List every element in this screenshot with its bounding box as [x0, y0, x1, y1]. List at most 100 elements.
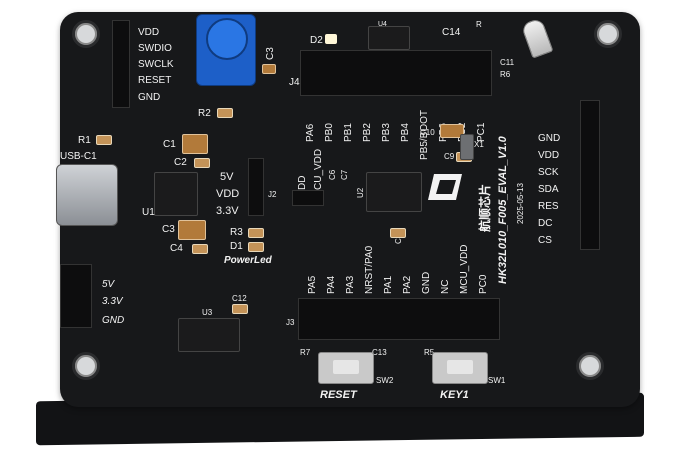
right-pin-label-cs: CS	[538, 235, 552, 246]
side-label-cu-vdd: CU_VDD	[313, 148, 324, 190]
bottom-pin-label-nc: NC	[440, 279, 451, 294]
label-c10: C10	[420, 128, 435, 137]
label-x1: X1	[474, 140, 484, 149]
label-u1: U1	[142, 207, 155, 218]
bottom-pin-label-pa1: PA1	[383, 275, 394, 294]
top-pin-label-pa6: PA6	[305, 123, 316, 142]
right-pin-label-vdd: VDD	[538, 150, 560, 161]
capacitor-c2	[194, 158, 210, 168]
mounting-hole-bottom-right	[576, 352, 604, 380]
label-usb-c1: USB-C1	[60, 151, 97, 162]
power-select-label-3v3: 3.3V	[216, 205, 239, 217]
capacitor-c12	[232, 304, 248, 314]
key1-button-cap[interactable]	[447, 360, 473, 374]
label-r6: R6	[500, 70, 511, 79]
right-pin-label-dc: DC	[538, 218, 553, 229]
label-u3: U3	[202, 308, 213, 317]
board-revision-date: 2025-05-13	[516, 183, 525, 224]
label-r1: R1	[78, 135, 91, 146]
led-component	[520, 17, 554, 59]
bottom-pin-label-pa4: PA4	[326, 275, 337, 294]
top-pin-label-pb3: PB3	[381, 123, 392, 142]
power-out-label-5v: 5V	[102, 279, 115, 290]
key1-button[interactable]	[432, 352, 488, 384]
power-led-label: PowerLed	[224, 255, 272, 266]
potentiometer-knob[interactable]	[206, 18, 248, 60]
power-select-jumper[interactable]	[248, 158, 264, 216]
label-j3: J3	[286, 318, 295, 327]
bottom-pin-header[interactable]	[298, 298, 500, 340]
reset-button-cap[interactable]	[333, 360, 359, 374]
label-c13: C13	[372, 348, 387, 357]
right-pin-header[interactable]	[580, 100, 600, 250]
capacitor-c8	[390, 228, 406, 238]
label-r5: R5	[424, 348, 435, 357]
top-pin-label-pb0: PB0	[324, 123, 335, 142]
power-out-label-gnd: GND	[102, 315, 125, 326]
label-d2: D2	[310, 35, 323, 46]
label-c6: C6	[328, 169, 337, 180]
top-pin-label-pb1: PB1	[343, 123, 354, 142]
resistor-pad	[262, 64, 276, 74]
label-c14: C14	[442, 27, 461, 38]
swd-label-vdd: VDD	[138, 27, 160, 38]
bottom-pin-label-pa2: PA2	[402, 275, 413, 294]
flash-chip-u3	[178, 318, 240, 352]
led-d2	[325, 34, 337, 44]
bottom-pin-label-pc0: PC0	[478, 274, 489, 294]
top-pin-label-pb4: PB4	[400, 123, 411, 142]
label-r3: R3	[230, 227, 243, 238]
side-label-dd: DD	[297, 175, 308, 190]
resistor-r3	[248, 228, 264, 238]
label-sw2: SW2	[376, 376, 394, 385]
label-c11: C11	[500, 58, 515, 67]
reset-button[interactable]	[318, 352, 374, 384]
label-c9: C9	[444, 152, 455, 161]
right-pin-label-res: RES	[538, 201, 559, 212]
label-c3: C3	[162, 224, 175, 235]
bottom-pin-label-gnd: GND	[421, 271, 432, 294]
right-pin-label-sda: SDA	[538, 184, 559, 195]
label-c7: C7	[340, 169, 349, 180]
label-sw1: SW1	[488, 376, 506, 385]
top-pin-header[interactable]	[300, 50, 492, 96]
label-c2: C2	[174, 157, 187, 168]
power-select-label-5v: 5V	[220, 171, 234, 183]
swd-label-swdio: SWDIO	[138, 43, 172, 54]
capacitor-c3	[178, 220, 206, 240]
swd-header[interactable]	[112, 20, 130, 108]
label-c4: C4	[170, 243, 183, 254]
led-d1	[248, 242, 264, 252]
swd-label-reset: RESET	[138, 75, 172, 86]
label-u4: U4	[378, 21, 387, 28]
label-c1: C1	[163, 139, 176, 150]
label-j4: J4	[289, 77, 300, 88]
right-pin-label-sck: SCK	[538, 167, 559, 178]
label-c3-top: C3	[265, 47, 276, 60]
bottom-pin-label-pa5: PA5	[307, 275, 318, 294]
power-select-label-vdd: VDD	[216, 188, 240, 200]
top-pin-label-pb2: PB2	[362, 123, 373, 142]
usb-c-connector[interactable]	[56, 164, 118, 226]
crystal-x1	[460, 134, 474, 160]
label-j2: J2	[268, 190, 277, 199]
board-title-chinese: 航顺芯片	[478, 183, 492, 232]
key1-label: KEY1	[440, 389, 469, 401]
power-out-label-3v3: 3.3V	[102, 296, 123, 307]
jumper-j2[interactable]	[292, 190, 324, 206]
label-c12: C12	[232, 294, 247, 303]
label-r-top: R	[476, 20, 482, 29]
mounting-hole-top-left	[72, 20, 100, 48]
bottom-pin-label-mcu-vdd: MCU_VDD	[459, 244, 470, 294]
brand-logo-icon	[428, 174, 462, 200]
mounting-hole-bottom-left	[72, 352, 100, 380]
resistor-r2	[217, 108, 233, 118]
bottom-pin-label-pa3: PA3	[345, 275, 356, 294]
swd-label-swclk: SWCLK	[138, 59, 174, 70]
capacitor-c4	[192, 244, 208, 254]
label-u2: U2	[356, 187, 365, 198]
label-r2: R2	[198, 108, 211, 119]
resistor-r1	[96, 135, 112, 145]
power-output-header[interactable]	[60, 264, 92, 328]
